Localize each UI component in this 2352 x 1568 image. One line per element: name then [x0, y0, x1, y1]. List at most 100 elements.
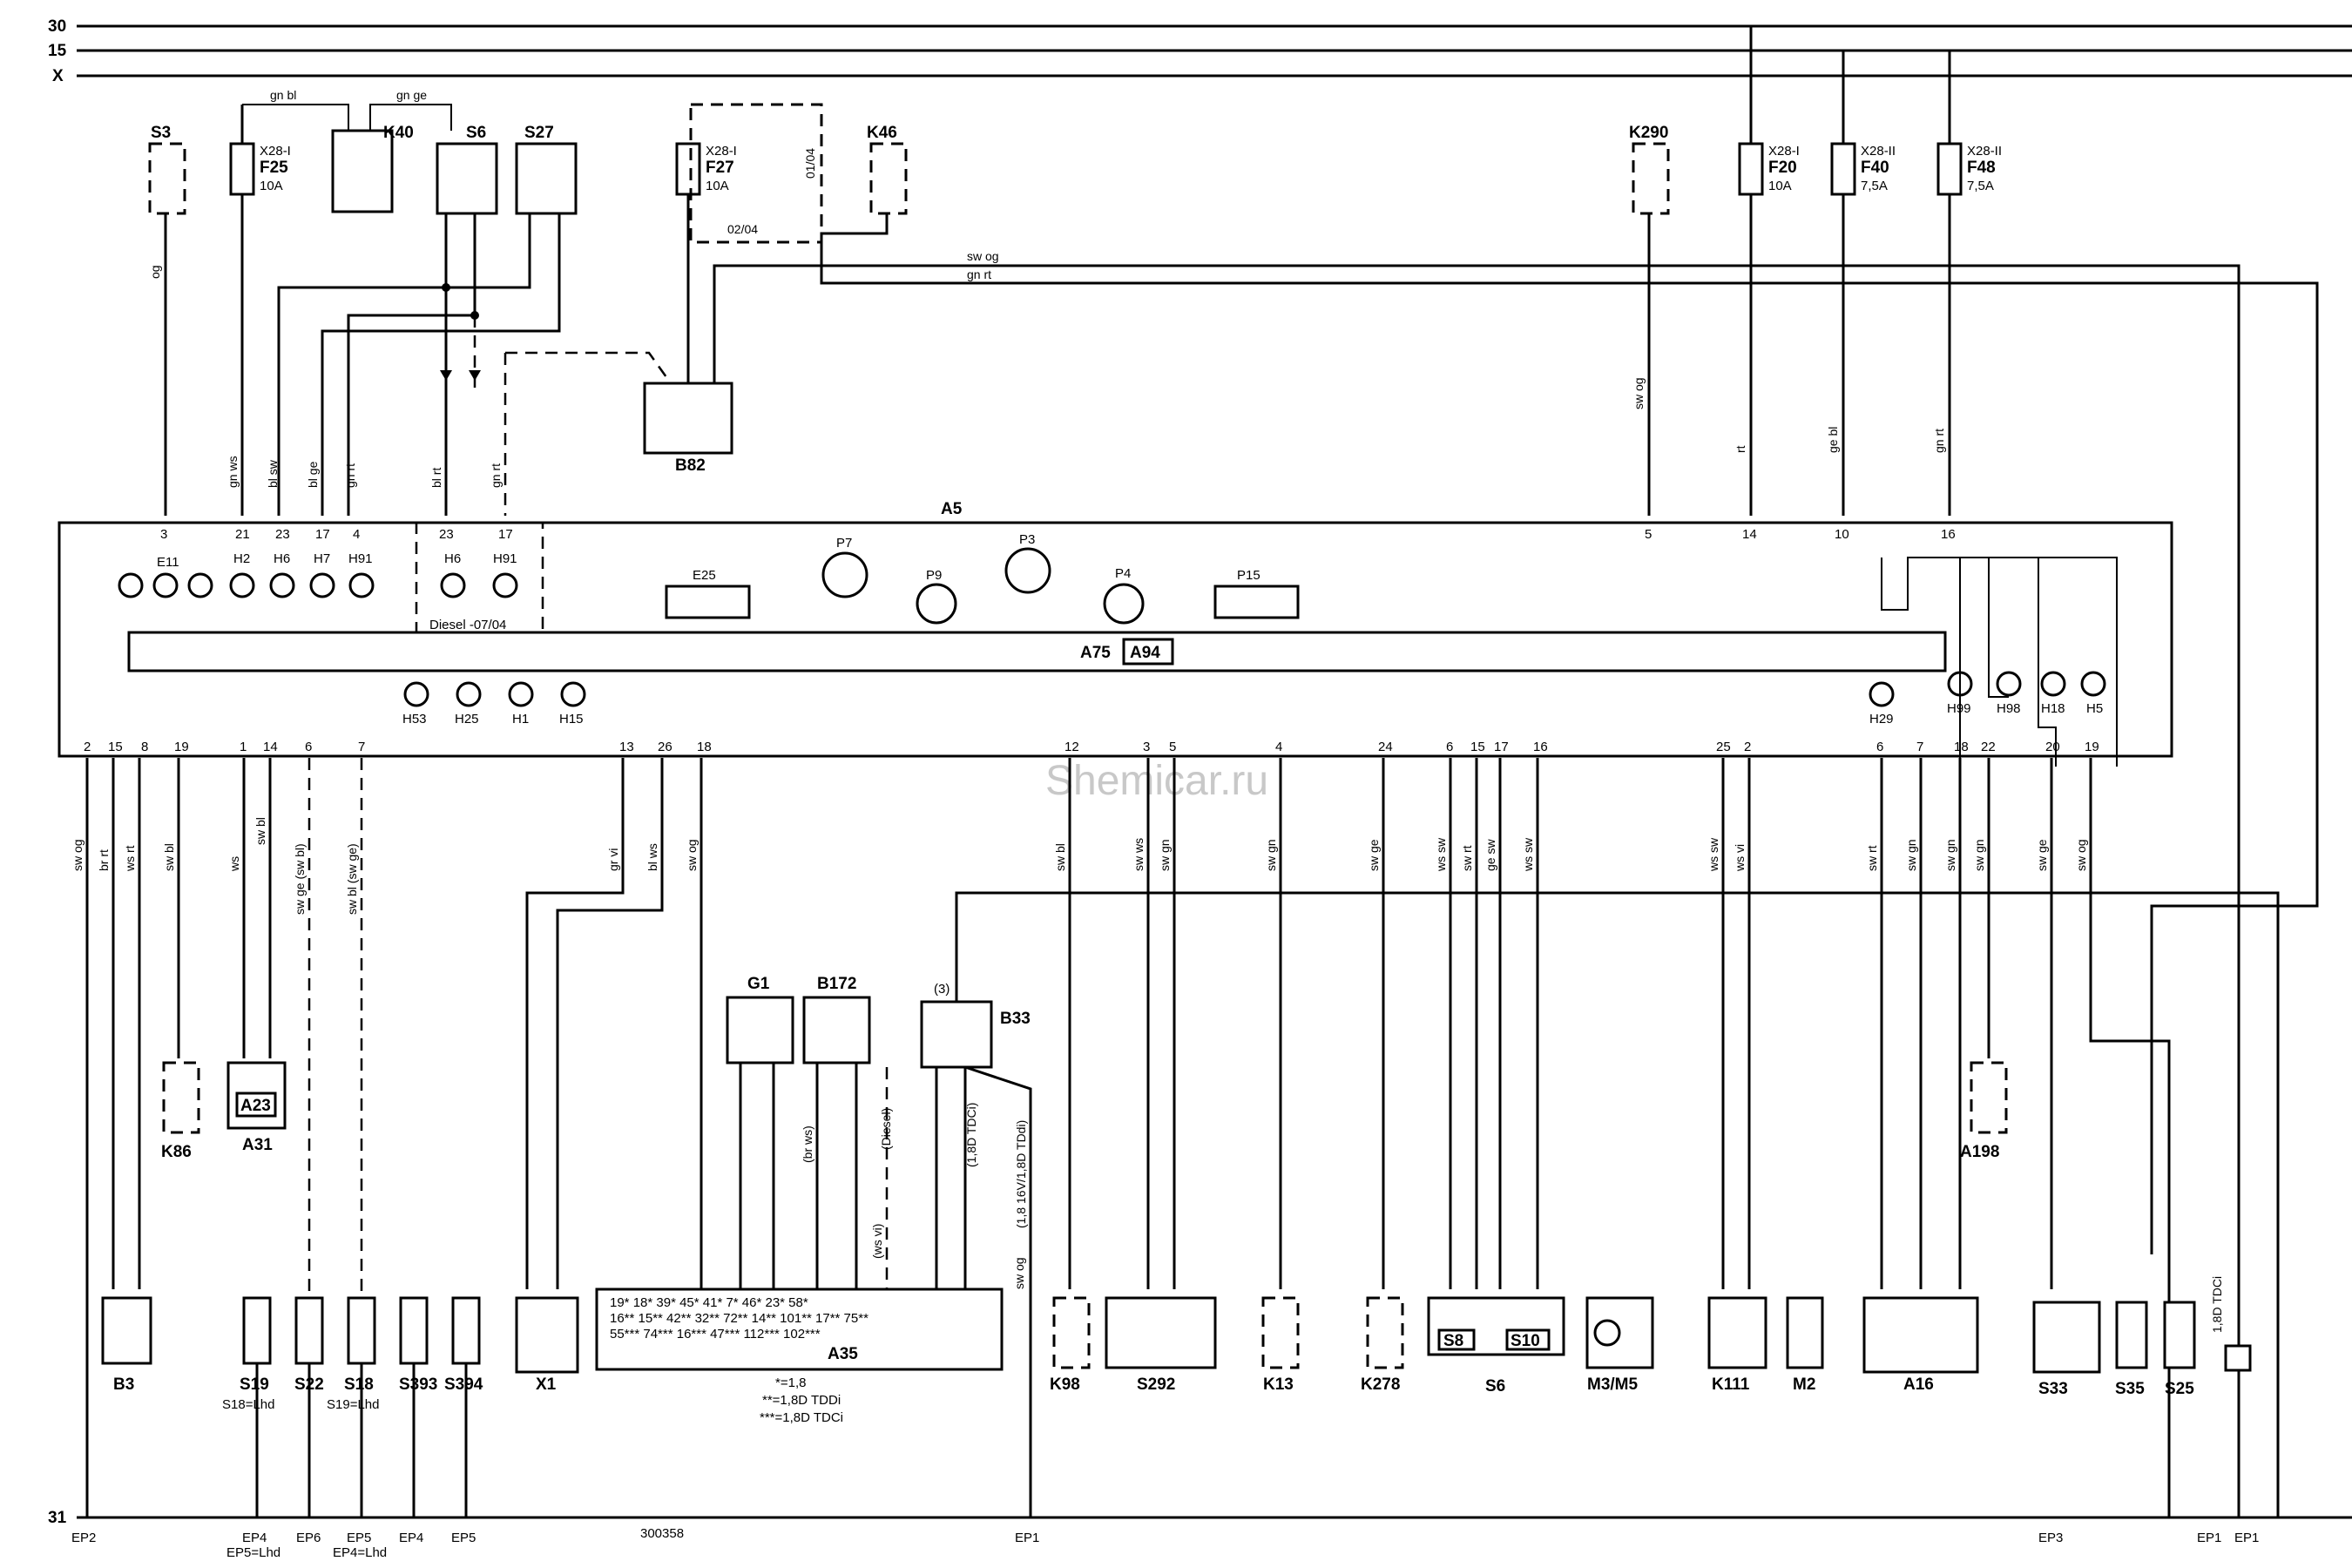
a23-box	[235, 1092, 277, 1118]
h91-lamp	[348, 572, 375, 598]
f27-id: F27	[706, 159, 734, 177]
fuse-f20	[1738, 142, 1764, 196]
top-pin-4: 4	[353, 527, 360, 542]
k111-component	[1707, 1296, 1767, 1369]
h29-lamp	[1869, 681, 1895, 707]
a16-component	[1862, 1296, 1979, 1374]
wire-b-17: ge sw	[1484, 839, 1497, 871]
bot-pin-7b: 7	[1916, 740, 1923, 754]
wire-rt-14: rt	[1734, 445, 1747, 453]
f48-id: F48	[1967, 159, 1996, 177]
bot-pin-2: 2	[84, 740, 91, 754]
k13-component	[1261, 1296, 1300, 1369]
bot-pin-16: 16	[1533, 740, 1548, 754]
wire-b-13: gr vi	[606, 848, 620, 871]
f48-loc: X28-II	[1967, 144, 2002, 159]
bot-pin-19b: 19	[2085, 740, 2099, 754]
e25-display	[665, 585, 751, 619]
wire-b-2b: ws vi	[1733, 844, 1747, 872]
h6-label: H6	[274, 551, 290, 566]
bot-pin-17: 17	[1494, 740, 1509, 754]
k46-component	[869, 142, 908, 215]
wire-gnrt-16: gn rt	[1932, 429, 1946, 453]
e11-lamp-1	[118, 572, 144, 598]
wire-b-22: sw gn	[1972, 839, 1986, 871]
bot-pin-22: 22	[1981, 740, 1996, 754]
x1-connector	[515, 1296, 579, 1374]
a5-label: A5	[941, 500, 963, 518]
h91b-label: H91	[493, 551, 517, 566]
bot-pin-18: 18	[697, 740, 712, 754]
wire-gnrt-17: gn rt	[489, 463, 503, 488]
wire-gnws: gn ws	[226, 456, 240, 488]
bot-pin-15: 15	[108, 740, 123, 754]
s8-box	[1437, 1328, 1476, 1351]
h98-label: H98	[1997, 701, 2021, 716]
k13-label: K13	[1263, 1375, 1294, 1394]
rail-31-label: 31	[48, 1509, 67, 1527]
wire-b-25: ws sw	[1707, 837, 1720, 872]
h2-lamp	[229, 572, 255, 598]
h18-lamp	[2040, 671, 2066, 697]
note-brws: (br ws)	[801, 1125, 814, 1163]
bot-pin-4: 4	[1275, 740, 1282, 754]
motor-icon	[1593, 1319, 1621, 1347]
h7-label: H7	[314, 551, 330, 566]
bot-pin-19: 19	[174, 740, 189, 754]
s394-switch	[451, 1296, 481, 1365]
k98-component	[1052, 1296, 1091, 1369]
k40-relay	[331, 129, 394, 213]
top-pin-5: 5	[1645, 527, 1652, 542]
b33-note-c: sw og	[1012, 1257, 1026, 1289]
f20-amp: 10A	[1768, 179, 1792, 193]
wire-b-3: sw ws	[1132, 838, 1146, 871]
b33-note-a: (1,8D TDCi)	[964, 1103, 978, 1167]
top-pin-3: 3	[160, 527, 167, 542]
f25-id: F25	[260, 159, 288, 177]
s19-lhd-label: S19=Lhd	[327, 1397, 379, 1412]
wire-blsw: bl sw	[266, 459, 280, 488]
f27-loc: X28-I	[706, 144, 737, 159]
k290-label: K290	[1629, 124, 1668, 142]
wire-b-4: sw gn	[1264, 839, 1278, 871]
d-0104: 01/04	[803, 148, 817, 179]
a35-row-0: 19* 18* 39* 45* 41* 7* 46* 23* 58*	[610, 1295, 808, 1310]
wire-gnrt-top: gn rt	[967, 267, 991, 281]
note-wsvi: (ws vi)	[870, 1224, 884, 1259]
p9-label: P9	[926, 568, 942, 583]
e11-lamp-2	[152, 572, 179, 598]
tdci-sensor	[2224, 1344, 2252, 1372]
a198-label: A198	[1960, 1143, 1999, 1161]
e25-label: E25	[693, 568, 716, 583]
p3-gauge	[1004, 547, 1051, 594]
b33-note-d: (3)	[934, 982, 950, 997]
h6-diesel-lamp	[440, 572, 466, 598]
b3-component	[101, 1296, 152, 1365]
h7-lamp	[309, 572, 335, 598]
gnd-ep1b: EP1	[2197, 1531, 2221, 1545]
b82-sensor	[643, 382, 733, 455]
wire-b-8: ws rt	[123, 845, 137, 872]
f40-loc: X28-II	[1861, 144, 1896, 159]
b33-note-b: (1,8 16V/1,8D TDdi)	[1014, 1120, 1028, 1228]
b172-label: B172	[817, 975, 856, 993]
wire-b-18b: sw gn	[1943, 839, 1957, 871]
p15-display	[1213, 585, 1300, 619]
rail-15-label: 15	[48, 42, 67, 60]
h98-lamp	[1996, 671, 2022, 697]
a23-label: A23	[240, 1097, 271, 1115]
s27-label: S27	[524, 124, 554, 142]
g1-component	[726, 996, 794, 1064]
wire-b-6c: sw rt	[1865, 845, 1879, 871]
s33-switch	[2032, 1301, 2101, 1374]
h5-lamp	[2080, 671, 2106, 697]
doc-number: 300358	[640, 1526, 684, 1541]
gnd-ep6: EP6	[296, 1531, 321, 1545]
gnd-ep5-lhd: EP5=Lhd	[226, 1545, 280, 1560]
h91-diesel-lamp	[492, 572, 518, 598]
h15-label: H15	[559, 712, 584, 727]
p4-label: P4	[1115, 566, 1131, 581]
wire-gnbl: gn bl	[270, 88, 296, 102]
bot-pin-12: 12	[1064, 740, 1079, 754]
module-top-pins: 3 21 23 17 4 23 17 5 14 10 16 gn ws bl s…	[160, 377, 1956, 542]
